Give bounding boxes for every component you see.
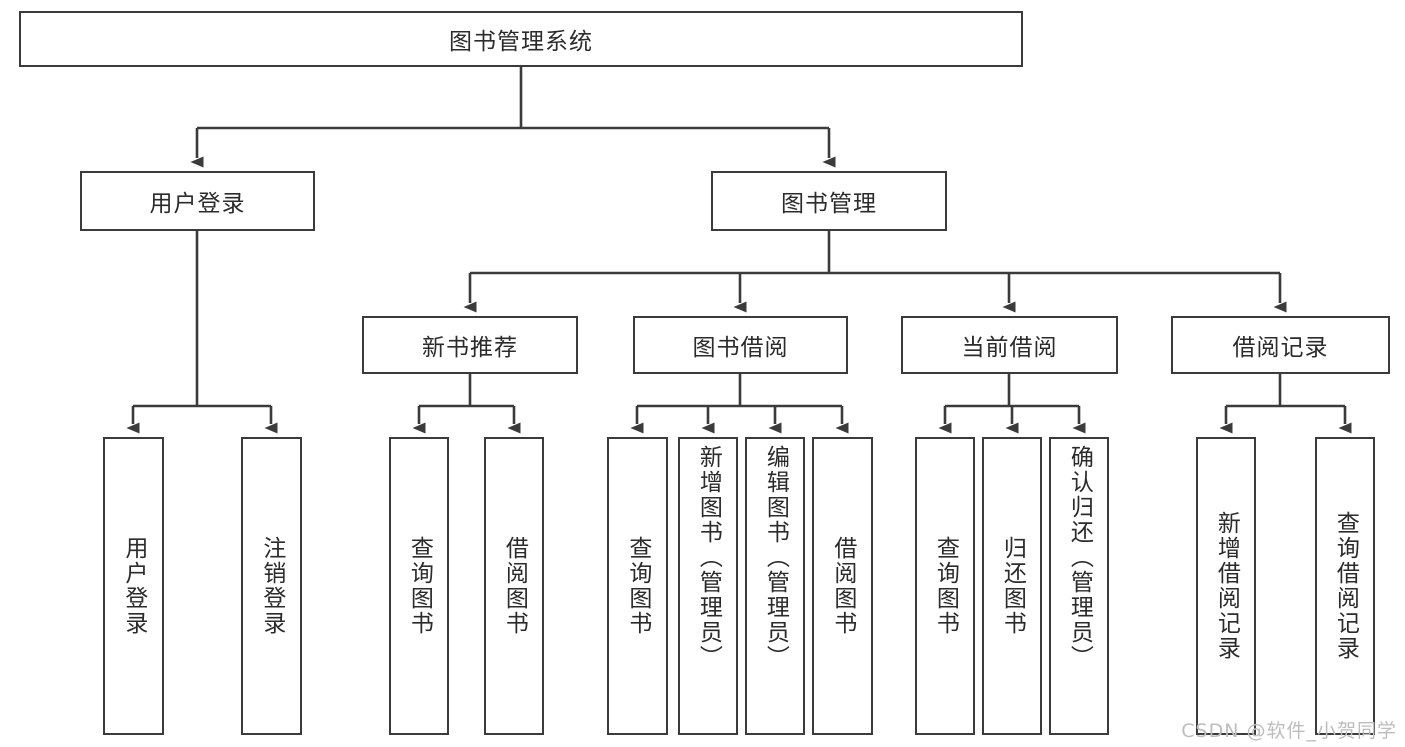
- node-leaf-2-label: 查询图书: [406, 536, 433, 636]
- node-level2-0-label: 用户登录: [149, 191, 246, 217]
- node-leaf-8-label: 查询图书: [932, 536, 959, 636]
- watermark-label: CSDN @软件_小贺同学: [1181, 720, 1397, 742]
- node-leaf-11-label: 新增借阅记录: [1213, 511, 1240, 661]
- node-level3-2-label: 当前借阅: [961, 335, 1058, 361]
- node-leaf-7-label: 借阅图书: [829, 536, 856, 636]
- node-leaf-0[interactable]: 用户登录: [103, 437, 164, 735]
- node-leaf-1[interactable]: 注销登录: [241, 437, 302, 735]
- node-leaf-3-label: 借阅图书: [501, 536, 528, 636]
- node-leaf-7[interactable]: 借阅图书: [812, 437, 873, 735]
- node-level2-1[interactable]: 图书管理: [711, 171, 947, 231]
- node-leaf-9-label: 归还图书: [999, 536, 1026, 636]
- node-leaf-3[interactable]: 借阅图书: [484, 437, 544, 735]
- node-level3-3-label: 借阅记录: [1232, 335, 1329, 361]
- node-leaf-12-label: 查询借阅记录: [1332, 511, 1359, 661]
- node-leaf-0-label: 用户登录: [120, 536, 147, 636]
- node-level3-3[interactable]: 借阅记录: [1171, 316, 1390, 374]
- node-leaf-5-label: 新增图书（管理员）: [695, 445, 722, 670]
- node-level3-0[interactable]: 新书推荐: [362, 316, 578, 374]
- node-level2-1-label: 图书管理: [781, 191, 877, 217]
- node-root[interactable]: 图书管理系统: [19, 11, 1023, 67]
- node-leaf-1-label: 注销登录: [258, 536, 285, 636]
- node-leaf-5[interactable]: 新增图书（管理员）: [678, 437, 738, 735]
- node-level3-1-label: 图书借阅: [692, 335, 789, 361]
- node-leaf-11[interactable]: 新增借阅记录: [1196, 437, 1256, 735]
- node-leaf-10[interactable]: 确认归还（管理员）: [1049, 437, 1109, 735]
- node-leaf-6-label: 编辑图书（管理员）: [762, 445, 789, 670]
- node-leaf-9[interactable]: 归还图书: [982, 437, 1042, 735]
- node-leaf-4[interactable]: 查询图书: [607, 437, 668, 735]
- node-level2-0[interactable]: 用户登录: [80, 171, 315, 231]
- node-leaf-12[interactable]: 查询借阅记录: [1315, 437, 1375, 735]
- node-root-label: 图书管理系统: [449, 29, 593, 55]
- node-leaf-4-label: 查询图书: [624, 536, 651, 636]
- node-level3-1[interactable]: 图书借阅: [633, 316, 848, 374]
- node-level3-2[interactable]: 当前借阅: [901, 316, 1118, 374]
- node-leaf-10-label: 确认归还（管理员）: [1066, 445, 1093, 670]
- node-leaf-8[interactable]: 查询图书: [915, 437, 975, 735]
- node-level3-0-label: 新书推荐: [422, 335, 518, 361]
- node-leaf-2[interactable]: 查询图书: [389, 437, 449, 735]
- node-leaf-6[interactable]: 编辑图书（管理员）: [745, 437, 805, 735]
